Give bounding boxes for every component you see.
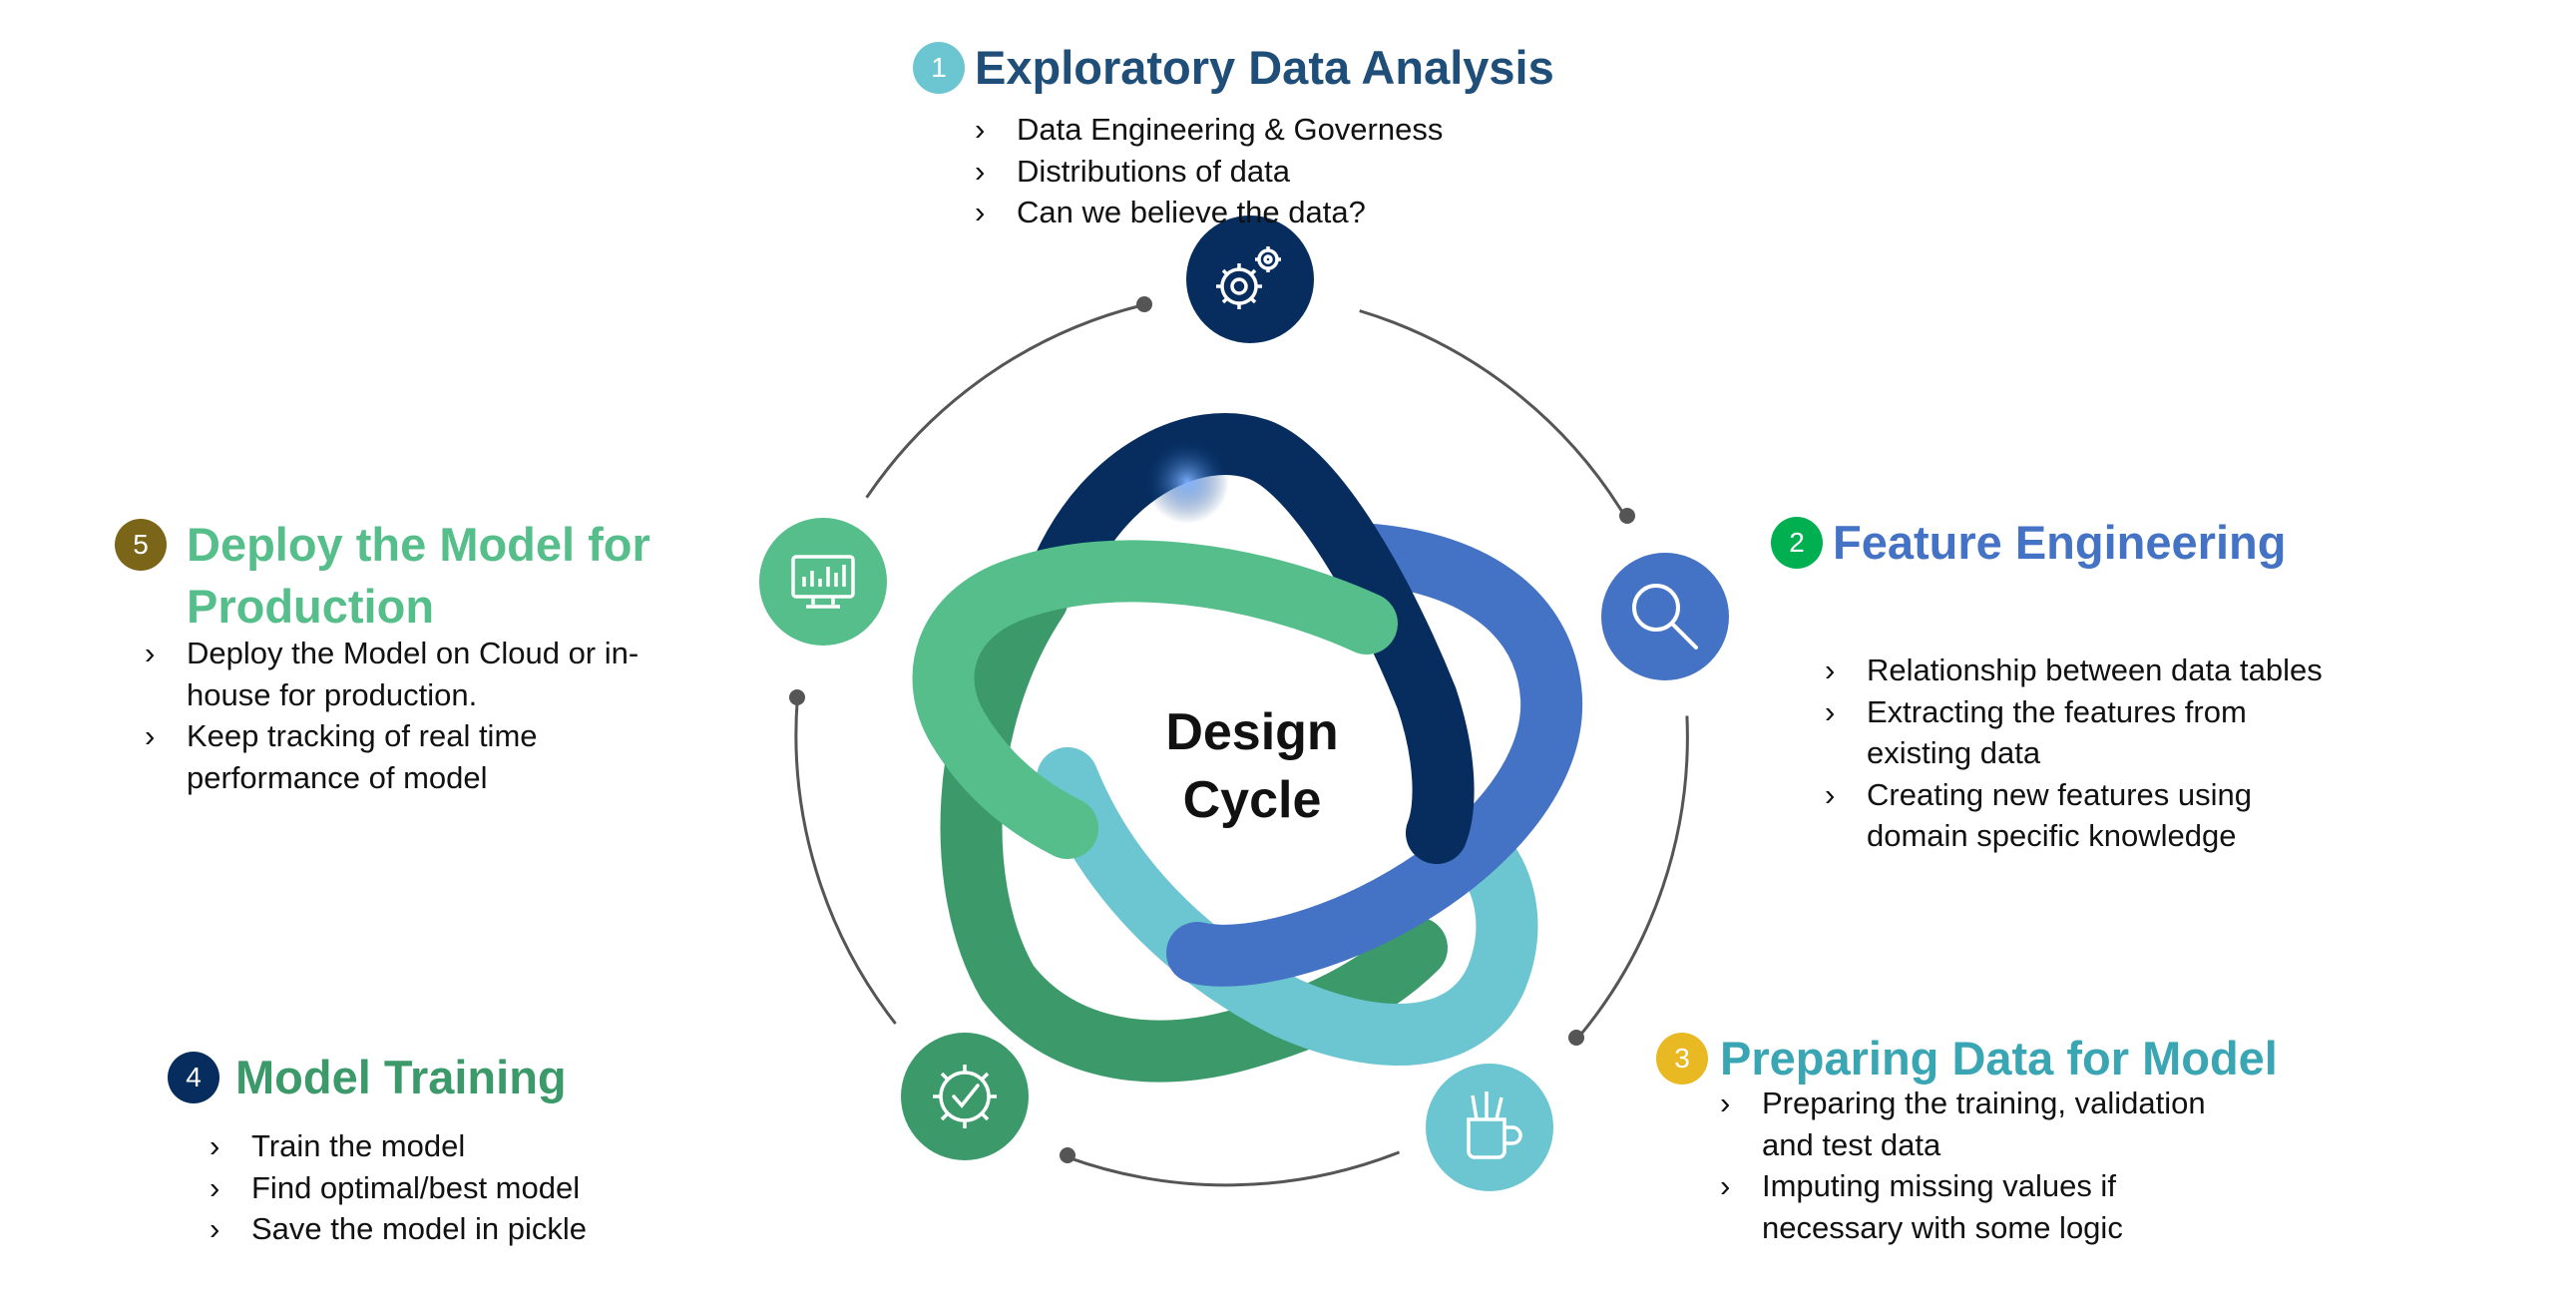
step-3-bullets: › Preparing the training, validation and … [1720,1083,2239,1248]
step2-icon-node [1601,553,1729,680]
bullet-text: Keep tracking of real time performance o… [187,718,538,795]
bullet-text: Extracting the features from existing da… [1867,693,2247,771]
ribbon-knot [912,413,1583,1083]
bullet-item: › Creating new features using domain spec… [1825,774,2344,857]
step-2-title: Feature Engineering [1833,516,2287,569]
step-3-preparing-data-for-model: 3 Preparing Data for Model › Preparing th… [1656,1031,2374,1260]
ribbon-teal [1037,747,1538,1066]
bullet-item: › Preparing the training, validation and … [1720,1083,2239,1165]
arc-end-dots [789,296,1635,1163]
chevron-icon: › [975,153,986,189]
center-label-line2: Cycle [1182,771,1322,829]
bullet-item: › Imputing missing values if necessary wi… [1720,1165,2239,1248]
magnifier-icon [1632,584,1698,650]
step-2-badge: 2 [1771,517,1823,569]
chevron-icon: › [210,1211,220,1246]
bullet-text: Train the model [251,1128,466,1163]
bullet-text: Deploy the Model on Cloud or in-house fo… [187,636,640,712]
bullet-item: › Data Engineering & Governess [975,109,1573,151]
bullet-text: Can we believe the data? [1017,195,1366,229]
step-2-bullets: › Relationship between data tables › Extra… [1825,650,2344,857]
ribbon-highlight [1145,440,1229,524]
bullet-item: › Find optimal/best model [210,1167,728,1209]
cycle-arcs [794,302,1689,1187]
chevron-icon: › [1720,1086,1731,1120]
chevron-icon: › [1825,693,1836,729]
bullet-text: Find optimal/best model [251,1169,581,1205]
arc-dot [1619,508,1635,524]
chevron-icon: › [1720,1168,1731,1203]
center-label: Design Cycle [1077,698,1427,834]
step-4-bullets: › Train the model › Find optimal/best mode… [210,1125,728,1250]
step-2-feature-engineering: 2 Feature Engineering › Relationship betw… [1771,515,2409,854]
gears-icon [1216,246,1281,309]
step-4-badge: 4 [168,1052,219,1103]
chevron-icon: › [1825,776,1836,812]
ribbon-mint [912,540,1398,859]
step3-icon-circle [1426,1064,1553,1191]
step-1-exploratory-data-analysis: 1 Exploratory Data Analysis › Data Engine… [913,40,1611,229]
step-1-bullets: › Data Engineering & Governess › Distribut… [975,109,1573,233]
step-4-model-training: 4 Model Training › Train the model › Find … [168,1050,786,1269]
step-5-title: Deploy the Model for Production [187,518,650,633]
step1-icon-circle [1186,216,1314,343]
bullet-text: Save the model in pickle [251,1211,588,1246]
arc-dot [1136,296,1152,312]
bullet-item: › Extracting the features from existing d… [1825,691,2344,774]
arc-1-to-2 [1359,309,1627,519]
bullet-text: Preparing the training, validation and t… [1762,1086,2206,1162]
monitor-chart-icon [791,555,855,609]
bullet-item: › Save the model in pickle [210,1208,728,1250]
chevron-icon: › [1825,652,1836,687]
center-label-line1: Design [1165,703,1339,761]
chevron-icon: › [210,1169,220,1205]
chevron-icon: › [145,636,156,670]
bullet-item: › Train the model [210,1125,728,1167]
step4-icon-circle [901,1033,1029,1160]
bullet-text: Imputing missing values if necessary wit… [1762,1168,2123,1245]
bullet-item: › Deploy the Model on Cloud or in-house f… [145,633,683,715]
step2-icon-circle [1601,553,1729,680]
arc-5-to-1 [865,302,1145,499]
step-5-deploy-model: 5 Deploy the Model for Production › Deplo… [115,517,693,816]
arc-dot [1060,1147,1075,1163]
bullet-text: Distributions of data [1017,153,1290,189]
step5-icon-circle [759,518,887,646]
bullet-item: › Relationship between data tables [1825,650,2344,691]
step-4-title: Model Training [235,1051,567,1103]
step-5-bullets: › Deploy the Model on Cloud or in-house f… [145,633,683,798]
step1-icon-node [1186,216,1314,343]
bullet-text: Relationship between data tables [1867,652,2323,687]
arc-2-to-3 [1576,715,1689,1040]
bullet-text: Data Engineering & Governess [1017,112,1444,147]
bullet-text: Creating new features using domain speci… [1867,776,2253,854]
chevron-icon: › [975,112,986,147]
arc-3-to-4 [1068,1150,1401,1187]
bullet-item: › Can we believe the data? [975,192,1573,233]
bullet-item: › Distributions of data [975,151,1573,193]
ribbon-blue [1166,523,1583,987]
chevron-icon: › [210,1128,220,1163]
step4-icon-node [901,1033,1029,1160]
bullet-item: › Keep tracking of real time performance … [145,715,683,798]
arc-dot [789,689,805,705]
step-3-title: Preparing Data for Model [1720,1032,2278,1085]
step-5-badge: 5 [115,519,167,571]
ribbon-navy [1032,413,1475,864]
arc-dot [1568,1030,1584,1046]
chevron-icon: › [975,195,986,229]
step3-icon-node [1426,1064,1553,1191]
arc-4-to-5 [794,697,897,1025]
pencil-cup-icon [1467,1091,1522,1159]
chevron-icon: › [145,718,156,753]
step5-icon-node [759,518,887,646]
step-1-badge: 1 [913,42,965,94]
gear-check-icon [933,1065,997,1128]
step-1-title: Exploratory Data Analysis [975,41,1554,94]
step-3-badge: 3 [1656,1033,1708,1085]
